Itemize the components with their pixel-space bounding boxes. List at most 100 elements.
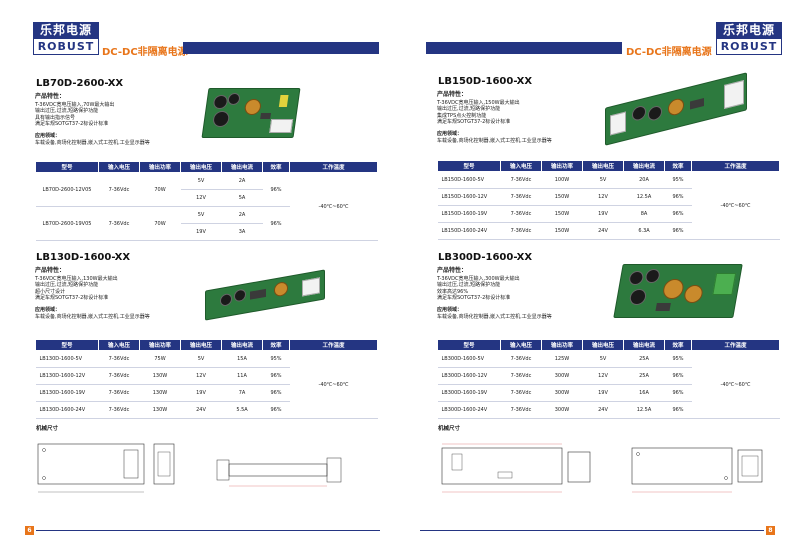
product-photo-lb300d <box>613 264 743 318</box>
table-row: LB150D-1600-12V 7-36Vdc 150W 12V 12.5A 9… <box>437 188 780 206</box>
table-row: LB150D-1600-24V 7-36Vdc 150W 24V 6.3A 96… <box>437 222 780 240</box>
spec-table-lb70d: 型号 输入电压 输出功率 输出电压 输出电流 效率 工作温度 LB70D-260… <box>35 161 378 241</box>
col-voltage: 输出电压 <box>582 339 624 351</box>
col-input: 输入电压 <box>98 339 140 351</box>
spec-table-lb130d: 型号 输入电压 输出功率 输出电压 输出电流 效率 工作温度 LB130D-16… <box>35 339 378 419</box>
table-row: 12V 5A <box>36 189 378 207</box>
product-features: 产品特性： T-36VDC宽电压输入,150W最大输出 输出过压,过流,短路保护… <box>437 91 607 144</box>
right-page: 乐邦电源 ROBUST DC-DC非隔离电源 LB150D-1600-XX 产品… <box>400 0 800 550</box>
table-row: LB70D-2600-19V05 7-36Vdc 70W 5V 2A 96% <box>35 206 378 241</box>
footer-line <box>36 530 380 531</box>
mechanical-drawing-bottom <box>631 447 763 493</box>
col-temperature: 工作温度 <box>289 339 378 351</box>
mechanical-drawing-top <box>37 443 175 493</box>
col-input: 输入电压 <box>500 160 542 172</box>
mechanical-dimensions-label: 机械尺寸 <box>36 426 59 432</box>
product-features: 产品特性： T-36VDC宽电压输入,130W最大输出 输出过压,过流,短路保护… <box>35 267 205 320</box>
feature-item: 集成TPS点火控制功能 <box>437 112 487 119</box>
mechanical-drawing-side <box>216 457 342 487</box>
feature-item: 具有输出指示信号 <box>35 114 76 121</box>
page-number: 8 <box>766 526 775 535</box>
brand-logo: 乐邦电源 ROBUST <box>33 22 99 56</box>
section-title: DC-DC非隔离电源 <box>626 47 712 58</box>
product-model-title: LB150D-1600-XX <box>438 76 533 87</box>
feature-item: 满足车规SOTGT37-2标设计标准 <box>35 121 109 128</box>
product-photo-lb150d <box>605 72 747 146</box>
application-text: 车载设备,商场化控制器,嵌入式工控机,工业显示器等 <box>35 139 150 146</box>
feature-item: 效率高达96% <box>437 288 469 295</box>
temperature-cell: -40℃~60℃ <box>289 350 378 419</box>
table-row: LB70D-2600-12V05 7-36Vdc 70W 5V 2A 96% -… <box>35 172 378 241</box>
table-row: LB150D-1600-19V 7-36Vdc 150W 19V 8A 96% <box>437 205 780 223</box>
header-bar <box>426 42 622 54</box>
product-model-title: LB130D-1600-XX <box>36 252 131 263</box>
table-row: LB300D-1600-19V 7-36Vdc 300W 19V 16A 96% <box>437 384 780 402</box>
features-heading: 产品特性： <box>35 93 66 100</box>
col-input: 输入电压 <box>500 339 542 351</box>
table-row: LB300D-1600-5V 7-36Vdc 125W 5V 25A 95% -… <box>437 350 780 419</box>
product-features: 产品特性： T-36VDC宽电压输入,300W最大输出 输出过压,过流,短路保护… <box>437 267 607 320</box>
col-power: 输出功率 <box>139 161 181 173</box>
col-model: 型号 <box>35 161 99 173</box>
spec-table-lb300d: 型号 输入电压 输出功率 输出电压 输出电流 效率 工作温度 LB300D-16… <box>437 339 780 419</box>
application-heading: 应用领域： <box>35 306 61 313</box>
application-heading: 应用领域： <box>35 132 61 139</box>
col-voltage: 输出电压 <box>180 339 222 351</box>
col-current: 输出电流 <box>623 339 665 351</box>
mechanical-drawing-top <box>441 443 591 493</box>
left-page: 乐邦电源 ROBUST DC-DC非隔离电源 LB70D-2600-XX 产品特… <box>25 22 380 535</box>
features-heading: 产品特性： <box>437 91 468 98</box>
section-title: DC-DC非隔离电源 <box>102 47 188 58</box>
table-row: LB130D-1600-19V 7-36Vdc 130W 19V 7A 96% <box>35 384 378 402</box>
application-text: 车载设备,商场化控制器,嵌入式工控机,工业显示器等 <box>437 313 552 320</box>
product-features: 产品特性： T-36VDC宽电压输入,70W最大输出 输出过压,过流,短路保护功… <box>35 93 205 146</box>
brand-name-en: ROBUST <box>33 39 99 55</box>
table-row: 19V 3A <box>36 223 378 241</box>
footer-line <box>420 530 764 531</box>
feature-item: 输出过压,过流,短路保护功能 <box>35 282 99 289</box>
product-model-title: LB300D-1600-XX <box>438 252 533 263</box>
temperature-cell: -40℃~60℃ <box>289 172 378 241</box>
col-power: 输出功率 <box>541 160 583 172</box>
table-row: LB300D-1600-12V 7-36Vdc 300W 12V 25A 96% <box>437 367 780 385</box>
product-model-title: LB70D-2600-XX <box>36 78 124 89</box>
feature-item: 满足车规SOTGT37-2标设计标准 <box>437 295 511 302</box>
header-bar <box>183 42 379 54</box>
temperature-cell: -40℃~60℃ <box>691 350 780 419</box>
table-header-row: 型号 输入电压 输出功率 输出电压 输出电流 效率 工作温度 <box>35 339 378 351</box>
spec-table-lb150d: 型号 输入电压 输出功率 输出电压 输出电流 效率 工作温度 LB150D-16… <box>437 160 780 240</box>
col-input: 输入电压 <box>98 161 140 173</box>
table-header-row: 型号 输入电压 输出功率 输出电压 输出电流 效率 工作温度 <box>35 161 378 173</box>
col-temperature: 工作温度 <box>289 161 378 173</box>
table-row: LB130D-1600-5V 7-36Vdc 75W 5V 15A 95% -4… <box>35 350 378 419</box>
brand-name-cn: 乐邦电源 <box>33 22 99 39</box>
col-efficiency: 效率 <box>262 339 290 351</box>
col-voltage: 输出电压 <box>180 161 222 173</box>
table-header-row: 型号 输入电压 输出功率 输出电压 输出电流 效率 工作温度 <box>437 160 780 172</box>
feature-item: T-36VDC宽电压输入,300W最大输出 <box>437 275 520 282</box>
feature-item: T-36VDC宽电压输入,70W最大输出 <box>35 101 115 108</box>
col-current: 输出电流 <box>221 339 263 351</box>
col-current: 输出电流 <box>623 160 665 172</box>
product-photo-lb130d <box>205 269 325 321</box>
application-heading: 应用领域： <box>437 306 463 313</box>
application-heading: 应用领域： <box>437 130 463 137</box>
col-model: 型号 <box>35 339 99 351</box>
col-power: 输出功率 <box>139 339 181 351</box>
feature-item: 输出过压,过流,短路保护功能 <box>437 106 501 113</box>
brand-name-en: ROBUST <box>716 39 782 55</box>
table-row: LB150D-1600-5V 7-36Vdc 100W 5V 20A 95% -… <box>437 171 780 240</box>
table-row: LB130D-1600-24V 7-36Vdc 130W 24V 5.5A 96… <box>35 401 378 419</box>
application-text: 车载设备,商场化控制器,嵌入式工控机,工业显示器等 <box>35 313 150 320</box>
col-model: 型号 <box>437 160 501 172</box>
col-efficiency: 效率 <box>664 339 692 351</box>
feature-item: T-36VDC宽电压输入,130W最大输出 <box>35 275 118 282</box>
table-row: LB300D-1600-24V 7-36Vdc 300W 24V 12.5A 9… <box>437 401 780 419</box>
application-text: 车载设备,商场化控制器,嵌入式工控机,工业显示器等 <box>437 137 552 144</box>
col-model: 型号 <box>437 339 501 351</box>
col-efficiency: 效率 <box>262 161 290 173</box>
col-voltage: 输出电压 <box>582 160 624 172</box>
brand-logo: 乐邦电源 ROBUST <box>716 22 782 56</box>
mechanical-dimensions-label: 机械尺寸 <box>438 426 461 432</box>
feature-item: 超小尺寸设计 <box>35 288 66 295</box>
